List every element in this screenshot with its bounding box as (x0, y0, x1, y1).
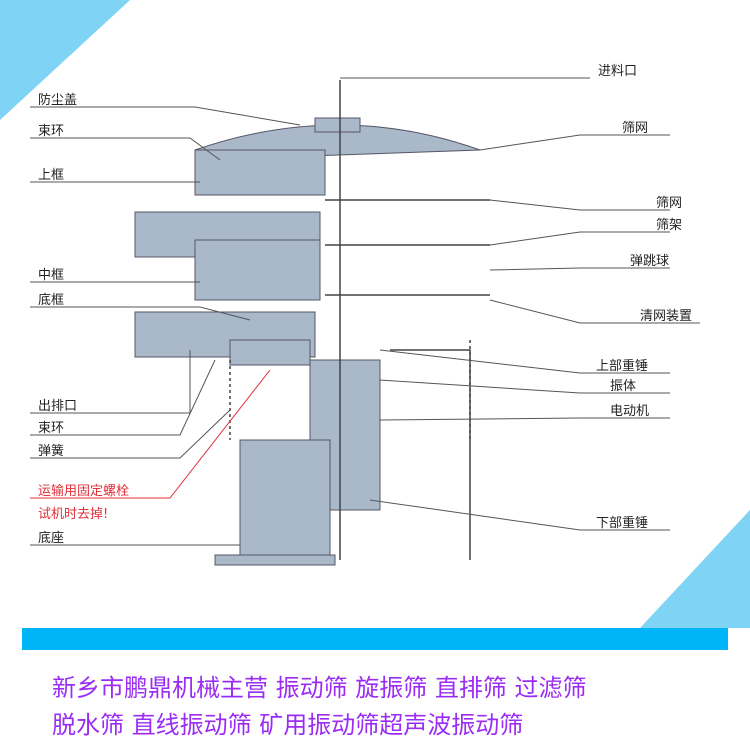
label-upper-frame: 上框 (38, 168, 65, 183)
footer-line1: 新乡市鹏鼎机械主营 振动筛 旋振筛 直排筛 过滤筛 (52, 674, 587, 702)
label-dust-cover: 防尘盖 (38, 93, 78, 108)
label-middle-frame: 中框 (38, 268, 65, 283)
label-upper-weight: 上部重锤 (596, 359, 649, 374)
warning-line1: 运输用固定螺栓 (38, 484, 130, 499)
label-feed-inlet: 进料口 (598, 64, 638, 79)
label-motor: 电动机 (610, 404, 650, 419)
label-bouncing-ball: 弹跳球 (630, 254, 670, 269)
label-screen-frame: 筛架 (656, 218, 683, 233)
footer-line2: 脱水筛 直线振动筛 矿用振动筛超声波振动筛 (52, 711, 524, 739)
label-lower-weight: 下部重锤 (596, 516, 649, 531)
corner-decoration (0, 0, 130, 120)
label-discharge-outlet: 出排口 (38, 399, 78, 414)
accent-bar (22, 628, 728, 650)
label-clamp-ring-lower: 束环 (38, 421, 65, 436)
label-clamp-ring: 束环 (38, 124, 65, 139)
label-vibrator-body: 振体 (610, 379, 637, 394)
label-screen-mesh-2: 筛网 (656, 196, 683, 211)
label-bottom-frame: 底框 (38, 293, 65, 308)
corner-decoration (640, 510, 750, 628)
label-mesh-cleaning: 清网装置 (640, 309, 693, 324)
label-spring: 弹簧 (38, 444, 65, 459)
warning-line2: 试机时去掉! (38, 507, 109, 522)
label-base: 底座 (38, 531, 65, 546)
label-screen-mesh: 筛网 (622, 121, 649, 136)
